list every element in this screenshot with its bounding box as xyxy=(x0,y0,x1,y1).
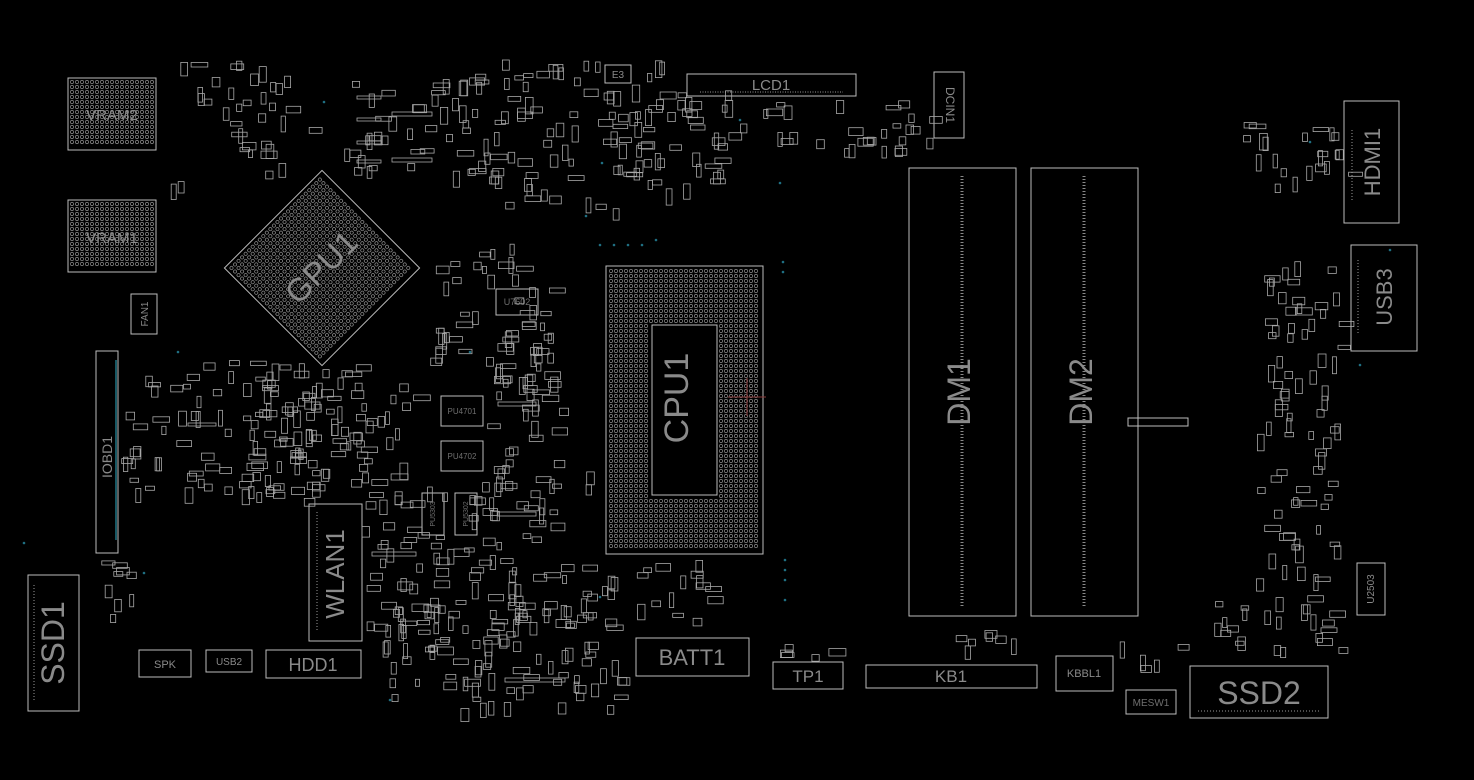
wlan1-label: WLAN1 xyxy=(320,529,350,619)
spk-connector[interactable]: SPK xyxy=(138,649,192,678)
pu5302-chip[interactable]: PU5302 xyxy=(454,492,478,536)
e3-label: E3 xyxy=(612,70,625,81)
wlan1-connector[interactable]: WLAN1 xyxy=(308,503,363,642)
cpu1-chip[interactable]: CPU1 xyxy=(605,265,766,555)
vram1-chip[interactable]: VRAM1 xyxy=(67,199,157,273)
pu4701-chip[interactable]: PU4701 xyxy=(440,395,484,427)
ssd2-connector[interactable]: SSD2 xyxy=(1189,665,1329,719)
lcd1-connector[interactable]: LCD1 xyxy=(686,73,857,97)
tp1-label: TP1 xyxy=(792,667,823,686)
dcin1-connector[interactable]: DCIN1 xyxy=(933,71,965,139)
vram2-chip[interactable]: VRAM2 xyxy=(67,77,157,151)
dm1-slot[interactable]: DM1 xyxy=(908,167,1017,617)
usb3-connector[interactable]: USB3 xyxy=(1350,244,1418,352)
usb3-label: USB3 xyxy=(1372,268,1397,325)
fan1-connector[interactable]: FAN1 xyxy=(130,293,158,335)
lcd1-label: LCD1 xyxy=(752,77,790,94)
ssd1-connector[interactable]: SSD1 xyxy=(27,574,80,712)
spk-label: SPK xyxy=(154,659,177,671)
usb2-label: USB2 xyxy=(216,657,243,668)
pu4701-label: PU4701 xyxy=(448,407,477,416)
kbbl1-label: KBBL1 xyxy=(1067,668,1101,680)
ssd1-label: SSD1 xyxy=(35,601,71,685)
pu4702-label: PU4702 xyxy=(448,452,477,461)
pu5302-label: PU5302 xyxy=(463,501,470,526)
pu5303-label: PU5303 xyxy=(430,501,437,526)
tp1-connector[interactable]: TP1 xyxy=(772,661,844,690)
pu4702-chip[interactable]: PU4702 xyxy=(440,440,484,472)
dm1-label: DM1 xyxy=(941,358,977,426)
dcin1-label: DCIN1 xyxy=(943,87,957,123)
batt1-connector[interactable]: BATT1 xyxy=(635,637,750,677)
mesw1-switch[interactable]: MESW1 xyxy=(1125,689,1177,715)
kbbl1-connector[interactable]: KBBL1 xyxy=(1055,655,1114,692)
kb1-connector[interactable]: KB1 xyxy=(865,664,1038,689)
dm2-slot[interactable]: DM2 xyxy=(1030,167,1139,617)
pu5303-chip[interactable]: PU5303 xyxy=(421,492,445,536)
u7602-chip[interactable]: U7602 xyxy=(495,288,539,316)
passive-components xyxy=(101,59,1363,722)
e3-component[interactable]: E3 xyxy=(604,64,632,84)
fan1-label: FAN1 xyxy=(140,301,151,326)
dm-connector-strip xyxy=(1127,417,1189,427)
hdmi1-connector[interactable]: HDMI1 xyxy=(1343,100,1400,224)
u2503-label: U2503 xyxy=(1366,574,1377,604)
vias xyxy=(22,100,1392,702)
gpu1-chip[interactable]: GPU1 xyxy=(223,169,421,367)
u7602-label: U7602 xyxy=(504,297,531,307)
vram2-label: VRAM2 xyxy=(86,107,138,124)
hdd1-connector[interactable]: HDD1 xyxy=(265,649,362,679)
cpu1-label: CPU1 xyxy=(658,353,696,444)
u2503-chip[interactable]: U2503 xyxy=(1356,562,1386,616)
usb2-connector[interactable]: USB2 xyxy=(205,649,253,673)
vram1-label: VRAM1 xyxy=(86,230,138,247)
hdd1-label: HDD1 xyxy=(288,655,337,675)
mesw1-label: MESW1 xyxy=(1133,698,1170,709)
hdmi1-label: HDMI1 xyxy=(1360,128,1385,196)
ssd2-label: SSD2 xyxy=(1217,675,1301,711)
iobd1-label: IOBD1 xyxy=(99,436,115,478)
kb1-label: KB1 xyxy=(935,667,967,686)
batt1-label: BATT1 xyxy=(659,645,726,670)
iobd1-connector[interactable]: IOBD1 xyxy=(95,350,119,554)
dm2-label: DM2 xyxy=(1063,358,1099,426)
